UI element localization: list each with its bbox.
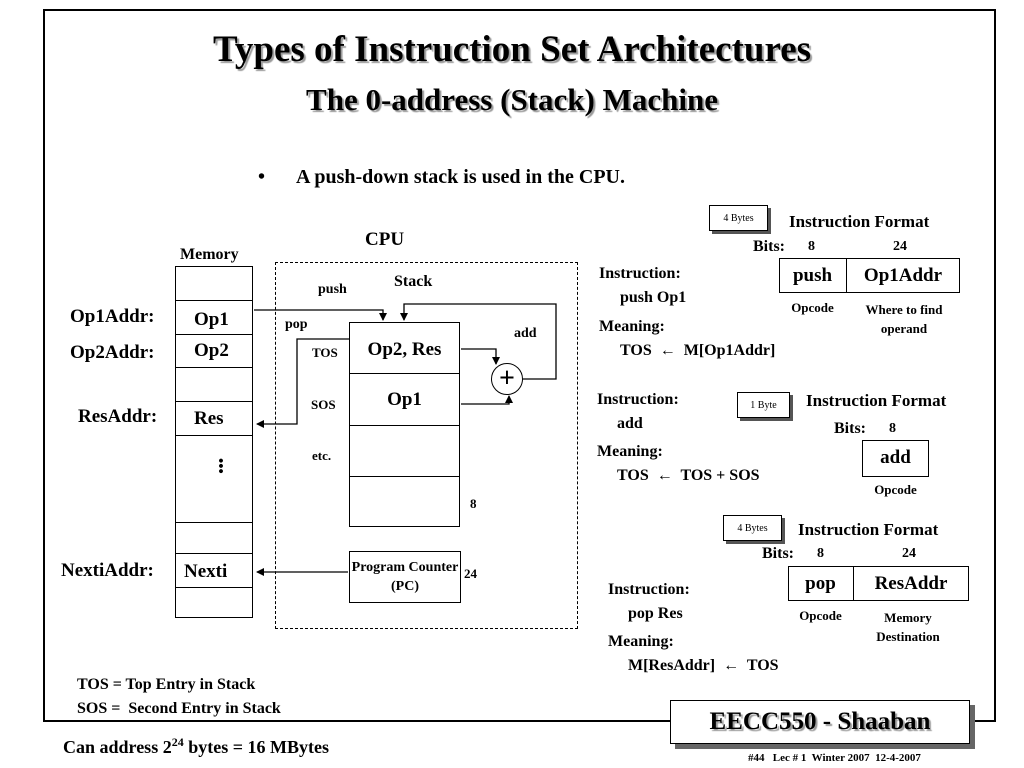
pc-width-label: 24 [464, 566, 477, 581]
push-meaning: TOS ← M[Op1Addr] [620, 342, 776, 359]
memory-title: Memory [180, 246, 239, 263]
add-result-arrow [400, 303, 557, 380]
add-instr-label: Instruction: [597, 391, 679, 408]
memory-cell-op2: Op2 [194, 340, 229, 361]
push-desc-addr: Where to find operand [865, 302, 943, 336]
pop-bits-operand: 24 [902, 546, 916, 561]
cpu-boundary [275, 262, 578, 629]
push-instr: push Op1 [620, 289, 687, 306]
add-bits-opcode: 8 [889, 421, 896, 436]
pop-field-opcode: pop [805, 573, 836, 594]
memory-cell-op1: Op1 [194, 309, 229, 330]
memory-ellipsis: ••• [212, 458, 228, 474]
pop-desc-addr: Memory Destination [876, 610, 940, 644]
cpu-title: CPU [365, 229, 405, 250]
pop-field-addr: ResAddr [874, 573, 948, 594]
add-instr: add [617, 415, 643, 432]
slide-title: Types of Instruction Set Architectures [212, 29, 812, 70]
add-desc-opcode: Opcode [874, 482, 917, 497]
pop-meaning-label: Meaning: [608, 633, 674, 650]
memory-cell-res: Res [194, 408, 224, 429]
add-meaning-label: Meaning: [597, 443, 663, 460]
pop-format-box [788, 566, 969, 601]
pop-bits-label: Bits: [762, 545, 794, 562]
footer-info: #44 Lec # 1 Winter 2007 12-4-2007 [748, 752, 921, 764]
push-bits-label: Bits: [753, 238, 785, 255]
tos-to-adder-arrow [461, 348, 500, 365]
push-field-addr: Op1Addr [863, 265, 943, 286]
sos-to-adder-arrow [461, 395, 513, 405]
push-meaning-label: Meaning: [599, 318, 665, 335]
tos-label: TOS [312, 345, 338, 360]
adder-circle: + [491, 363, 523, 395]
stack-cell-sos: Op1 [387, 389, 422, 410]
add-field-opcode: add [880, 447, 911, 468]
bullet-mark: • [258, 166, 266, 188]
push-bits-opcode: 8 [808, 239, 815, 254]
add-label: add [514, 326, 537, 341]
address-note: Can address 224 bytes = 16 MBytes [63, 735, 329, 757]
add-bits-label: Bits: [834, 420, 866, 437]
add-meaning: TOS ← TOS + SOS [617, 467, 760, 484]
bullet-text: A push-down stack is used in the CPU. [296, 166, 625, 188]
push-desc-opcode: Opcode [791, 300, 834, 315]
sos-label: SOS [311, 397, 336, 412]
memory-block [175, 266, 253, 618]
push-field-opcode: push [792, 265, 833, 286]
label-resaddr: ResAddr: [78, 406, 158, 427]
label-op1addr: Op1Addr: [70, 306, 155, 327]
pop-instr: pop Res [628, 605, 683, 622]
add-format-box [862, 440, 929, 477]
legend-sos: SOS = Second Entry in Stack [77, 700, 281, 717]
pop-instr-label: Instruction: [608, 581, 690, 598]
stack-width-label: 8 [470, 496, 477, 511]
label-nextiaddr: NextiAddr: [61, 560, 154, 581]
slide-subtitle: The 0-address (Stack) Machine [306, 82, 718, 117]
stack-label: Stack [394, 273, 433, 290]
add-size-tag: 1 Byte [737, 392, 790, 418]
pop-meaning: M[ResAddr] ← TOS [628, 657, 779, 674]
memory-cell-nexti: Nexti [184, 561, 228, 582]
slide-frame [43, 9, 996, 722]
push-arrow [254, 309, 387, 321]
push-format-title: Instruction Format [789, 212, 930, 231]
pop-label: pop [285, 317, 308, 332]
push-bits-operand: 24 [893, 239, 907, 254]
stack-cell-tos: Op2, Res [367, 339, 442, 360]
pop-size-tag: 4 Bytes [723, 515, 782, 541]
etc-label: etc. [312, 448, 332, 463]
add-format-title: Instruction Format [806, 391, 947, 410]
legend-tos: TOS = Top Entry in Stack [77, 676, 256, 693]
course-badge: EECC550 - Shaaban [670, 700, 970, 744]
label-op2addr: Op2Addr: [70, 342, 155, 363]
push-size-tag: 4 Bytes [709, 205, 768, 231]
pop-bits-opcode: 8 [817, 546, 824, 561]
push-label: push [318, 282, 347, 297]
push-instr-label: Instruction: [599, 265, 681, 282]
stack-block [349, 322, 460, 527]
pop-format-title: Instruction Format [798, 520, 939, 539]
program-counter-label: Program Counter (PC) [351, 560, 459, 594]
program-counter-box [349, 551, 461, 603]
push-format-box [779, 258, 960, 293]
pop-desc-opcode: Opcode [799, 608, 842, 623]
